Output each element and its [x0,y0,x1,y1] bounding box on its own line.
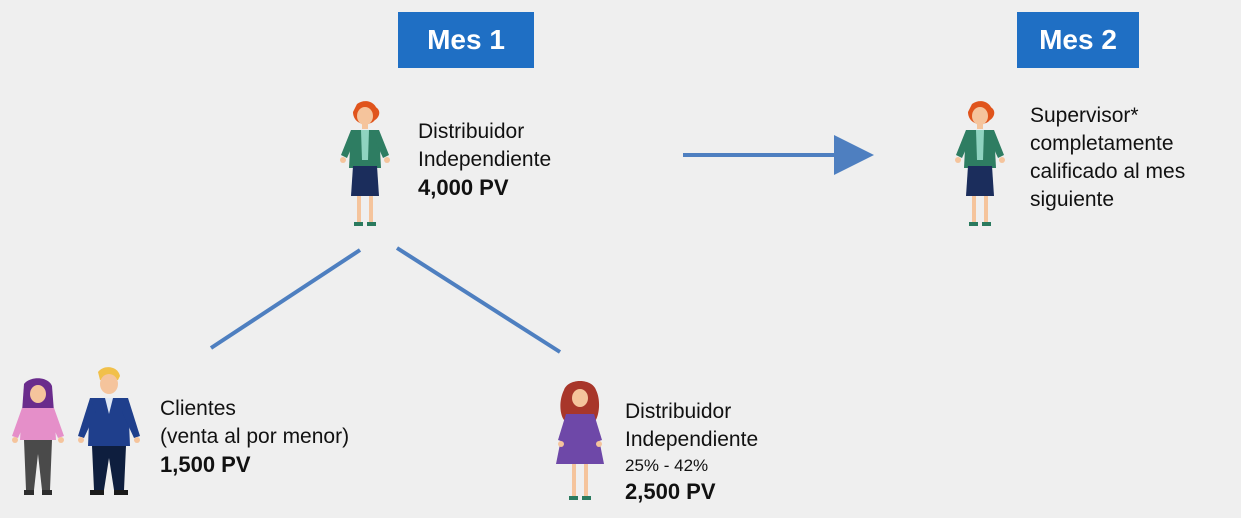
clients-line2: (venta al por menor) [160,425,350,448]
supervisor-line3: calificado al mes [1030,160,1186,183]
downline-distributor-figure [556,381,604,500]
supervisor-figure [955,101,1005,226]
supervisor-label: Supervisor* completamente calificado al … [1030,102,1185,214]
top-distributor-line1: Distribuidor [418,120,525,143]
month2-badge: Mes 2 [1017,12,1139,68]
month1-label: Mes 1 [427,24,505,55]
month1-badge: Mes 1 [398,12,534,68]
top-distributor-label: Distribuidor Independiente 4,000 PV [418,118,551,202]
right-branch-line [395,246,562,354]
downline-distributor-line1: Distribuidor [625,400,732,423]
month2-label: Mes 2 [1039,24,1117,55]
supervisor-line4: siguiente [1030,188,1115,211]
client-man-figure [78,367,140,495]
clients-line1: Clientes [160,397,236,420]
clients-label: Clientes (venta al por menor) 1,500 PV [160,395,349,479]
top-distributor-line2: Independiente [418,148,552,171]
clients-pv: 1,500 PV [160,452,251,477]
top-distributor-figure [340,101,390,226]
supervisor-line2: completamente [1030,132,1174,155]
left-branch-line [209,248,362,350]
downline-distributor-range: 25% - 42% [625,456,709,475]
downline-distributor-pv: 2,500 PV [625,479,716,504]
downline-distributor-line2: Independiente [625,428,759,451]
top-distributor-pv: 4,000 PV [418,175,509,200]
supervisor-line1: Supervisor* [1030,104,1139,127]
client-woman-figure [12,378,64,495]
downline-distributor-label: Distribuidor Independiente 25% - 42% 2,5… [625,398,758,506]
